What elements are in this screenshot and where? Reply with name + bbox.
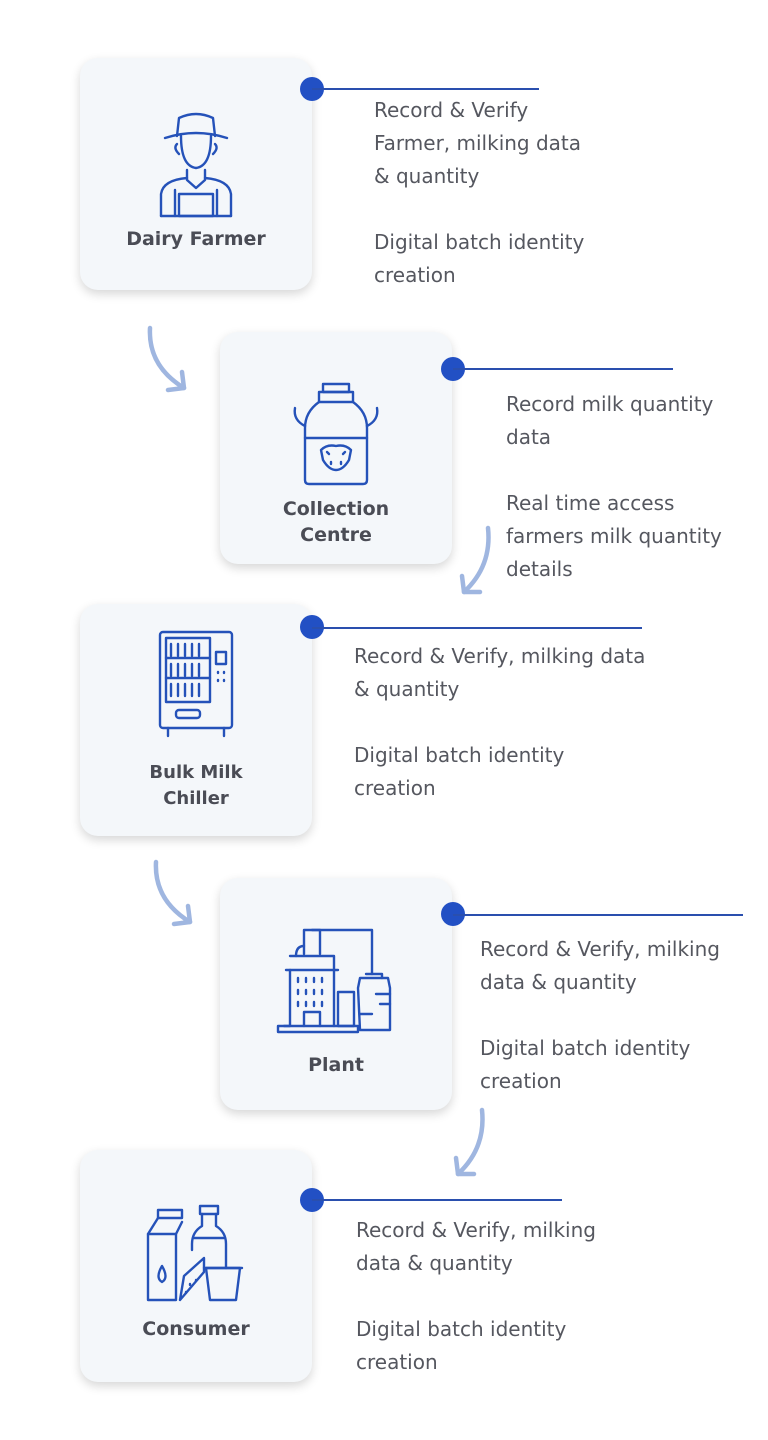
factory-icon <box>220 926 452 1054</box>
connector-line <box>453 368 673 370</box>
stage-description: Record & Verify, milking data & quantity <box>480 937 720 994</box>
connector-line <box>312 627 642 629</box>
stage-label: Bulk Milk Chiller <box>149 762 243 809</box>
stage-label: Consumer <box>142 1318 250 1340</box>
stage-label: Dairy Farmer <box>126 228 266 250</box>
stage-description: Record & Verify, milking data & quantity <box>356 1218 596 1275</box>
stage-description: Digital batch identity creation <box>480 1036 691 1093</box>
flow-arrow-icon <box>140 322 200 406</box>
connector-line <box>312 88 539 90</box>
stage-description: Real time access farmers milk quantity d… <box>506 491 722 581</box>
stage-card-bulk-milk-chiller: Bulk Milk Chiller <box>80 604 312 836</box>
stage-description: Record & Verify Farmer, milking data & q… <box>374 98 582 188</box>
milk-can-icon <box>220 376 452 504</box>
stage-description: Digital batch identity creation <box>356 1317 567 1374</box>
stage-description: Record & Verify, milking data & quantity <box>354 644 646 701</box>
stage-card-dairy-farmer: Dairy Farmer <box>80 58 312 290</box>
flow-arrow-icon <box>446 1104 496 1188</box>
chiller-icon <box>80 628 312 756</box>
flow-arrow-icon <box>146 856 206 940</box>
farmer-icon <box>80 108 312 236</box>
connector-line <box>453 914 743 916</box>
stage-card-collection-centre: Collection Centre <box>220 332 452 564</box>
stage-card-plant: Plant <box>220 878 452 1110</box>
stage-description: Digital batch identity creation <box>374 230 585 287</box>
stage-card-consumer: Consumer <box>80 1150 312 1382</box>
stage-label: Plant <box>308 1054 364 1076</box>
stage-description: Record milk quantity data <box>506 392 714 449</box>
dairy-products-icon <box>80 1202 312 1330</box>
flow-arrow-icon <box>452 522 502 606</box>
connector-line <box>312 1199 562 1201</box>
stage-description: Digital batch identity creation <box>354 743 565 800</box>
stage-label: Collection Centre <box>282 498 390 546</box>
